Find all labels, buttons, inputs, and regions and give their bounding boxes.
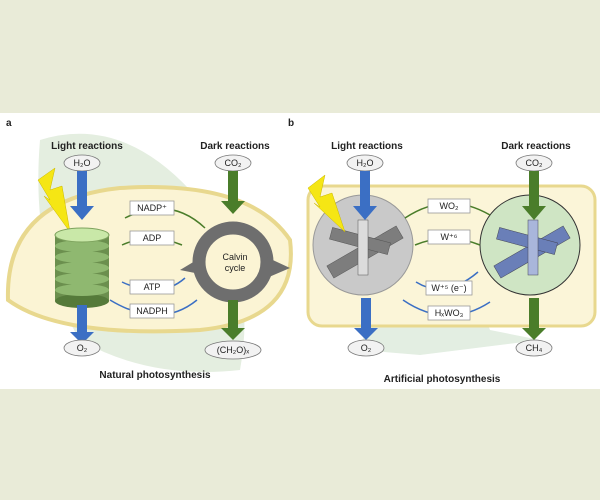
ch4-ellipse xyxy=(515,339,553,357)
atp-label: ATP xyxy=(144,282,161,292)
o2-ellipse xyxy=(63,339,101,357)
cycle-arrowhead-left xyxy=(180,255,205,275)
o2-label-b: O₂ xyxy=(361,343,372,353)
blue-arrow-out-b xyxy=(354,298,378,340)
lightning-icon-b xyxy=(307,174,346,233)
adp-box xyxy=(129,230,175,246)
nadph-label: NADPH xyxy=(136,306,168,316)
green-arrow-out xyxy=(221,300,245,340)
wo2-box xyxy=(427,198,471,214)
w5-label: W⁺⁵ (e⁻) xyxy=(431,283,466,293)
ch2o-ellipse xyxy=(204,340,262,360)
o2-ellipse-b xyxy=(347,339,385,357)
dark-reactions-label: Dark reactions xyxy=(200,141,270,152)
nadph-box xyxy=(129,303,175,319)
blue-arrow-down xyxy=(70,171,94,220)
calvin-label: Calvin xyxy=(222,252,247,262)
ch2o-label: (CH₂O)ₓ xyxy=(217,345,249,355)
cycle-arrowhead-right xyxy=(262,255,290,280)
co2-label-b: CO₂ xyxy=(526,158,544,168)
h2o-label: H₂O xyxy=(74,158,91,168)
nadp-label: NADP⁺ xyxy=(137,203,167,213)
hxwo3-box xyxy=(427,305,471,321)
panel-a: a Light reactions Dark reactions H₂O O₂ … xyxy=(5,118,293,381)
panel-b: b Light reactions Dark reactions H₂O O₂ … xyxy=(288,118,597,385)
thylakoid-stack xyxy=(54,227,110,308)
w6-label: W⁺⁶ xyxy=(441,232,458,242)
hxwo3-label: HₓWO₃ xyxy=(435,308,464,318)
light-reactions-label-b: Light reactions xyxy=(331,141,403,152)
green-arrow-down xyxy=(221,171,245,214)
cycle-label: cycle xyxy=(225,263,246,273)
w6-box xyxy=(427,229,471,245)
wo3-crystal-gray xyxy=(326,219,404,279)
green-arrow-down-b xyxy=(522,171,546,220)
adp-label: ADP xyxy=(143,233,162,243)
green-arrow-out-b xyxy=(522,298,546,340)
w5-box xyxy=(425,280,473,296)
wo2-label: WO₂ xyxy=(440,201,459,211)
artificial-caption: Artificial photosynthesis xyxy=(384,374,501,385)
h2o-label-b: H₂O xyxy=(357,158,374,168)
wo3-crystal-blue xyxy=(493,219,571,279)
co2-label: CO₂ xyxy=(225,158,243,168)
panel-a-letter: a xyxy=(6,118,12,129)
lightning-icon xyxy=(37,167,71,233)
nadp-box xyxy=(129,200,175,216)
natural-caption: Natural photosynthesis xyxy=(99,370,211,381)
blue-arrow-out xyxy=(70,305,94,344)
dark-reactions-label-b: Dark reactions xyxy=(501,141,571,152)
atp-box xyxy=(129,279,175,295)
ch4-label: CH₄ xyxy=(526,343,543,353)
o2-label: O₂ xyxy=(77,343,88,353)
panel-b-letter: b xyxy=(288,118,294,129)
light-reactions-label: Light reactions xyxy=(51,141,123,152)
blue-arrow-down-b xyxy=(353,171,377,220)
